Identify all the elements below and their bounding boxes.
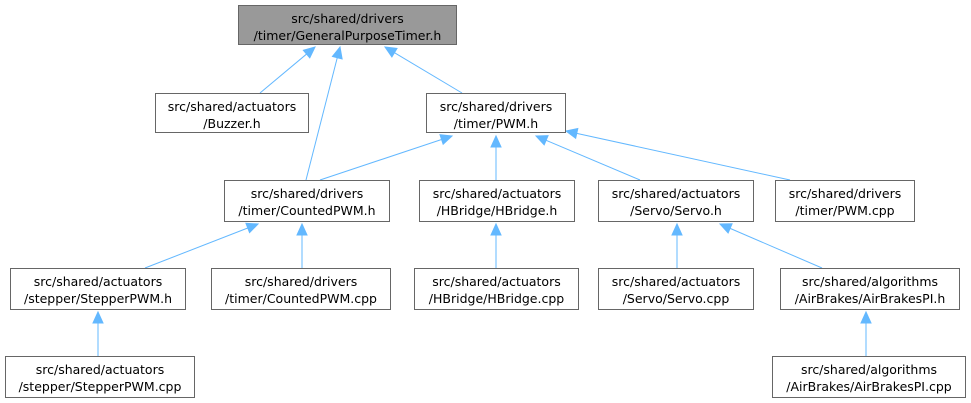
node-label-line1: src/shared/drivers — [250, 186, 364, 201]
arrowhead — [564, 127, 579, 140]
node-hbridge-cpp[interactable]: src/shared/actuators /HBridge/HBridge.cp… — [414, 268, 579, 310]
node-label-line2: /stepper/StepperPWM.cpp — [18, 379, 182, 394]
node-servo-cpp[interactable]: src/shared/actuators /Servo/Servo.cpp — [598, 268, 754, 310]
node-label-line1: src/shared/algorithms — [801, 274, 939, 289]
edge-servoh-to-abh — [718, 223, 823, 269]
arrowhead — [860, 310, 872, 324]
node-servo-h[interactable]: src/shared/actuators /Servo/Servo.h — [598, 180, 754, 222]
node-hbridge-h[interactable]: src/shared/actuators /HBridge/HBridge.h — [419, 180, 575, 222]
node-label-line2: /timer/CountedPWM.h — [238, 203, 376, 218]
edge-abh-to-abcpp — [860, 310, 872, 356]
node-buzzer-h[interactable]: src/shared/actuators /Buzzer.h — [155, 93, 309, 133]
node-pwm-h[interactable]: src/shared/drivers /timer/PWM.h — [426, 93, 566, 133]
node-label-line2: /timer/PWM.cpp — [795, 203, 895, 218]
node-counted-pwm-cpp[interactable]: src/shared/drivers /timer/CountedPWM.cpp — [211, 268, 391, 310]
node-label-line1: src/shared/drivers — [244, 274, 358, 289]
arrowhead — [490, 222, 502, 236]
edge-gpt-to-buzzer — [259, 46, 316, 94]
edge-pwmh-to-cpwmh — [319, 134, 454, 181]
node-label-line1: src/shared/actuators — [35, 362, 165, 377]
node-stepper-pwm-cpp[interactable]: src/shared/actuators /stepper/StepperPWM… — [5, 356, 195, 398]
node-label-line1: src/shared/actuators — [611, 186, 741, 201]
edge-gpt-to-pwmh — [383, 46, 463, 94]
edge-pwmh-to-pwmcpp — [564, 127, 791, 181]
edge-pwmh-to-hbh — [490, 134, 502, 180]
node-label-line1: src/shared/drivers — [439, 99, 553, 114]
node-stepper-pwm-h[interactable]: src/shared/actuators /stepper/StepperPWM… — [10, 268, 186, 310]
node-label-line2: /HBridge/HBridge.h — [436, 203, 558, 218]
node-label-line2: /Servo/Servo.cpp — [622, 291, 730, 306]
node-label-line1: src/shared/drivers — [291, 11, 404, 26]
node-airbrakes-pi-h[interactable]: src/shared/algorithms /AirBrakes/AirBrak… — [780, 268, 960, 310]
node-label-line2: /AirBrakes/AirBrakesPI.h — [794, 291, 946, 306]
arrowhead — [490, 134, 502, 148]
node-label-line1: src/shared/actuators — [432, 186, 562, 201]
edge-stph-to-stpcpp — [92, 310, 104, 356]
arrowhead — [671, 222, 683, 236]
node-label-line2: /timer/GeneralPurposeTimer.h — [253, 28, 442, 43]
node-label-line2: /stepper/StepperPWM.h — [23, 291, 173, 306]
node-label-line1: src/shared/actuators — [33, 274, 163, 289]
edge-cpwmh-to-stph — [144, 222, 260, 269]
node-label-line2: /timer/CountedPWM.cpp — [225, 291, 377, 306]
node-label-line2: /Buzzer.h — [203, 116, 261, 131]
arrowhead — [302, 46, 316, 59]
arrowhead — [92, 310, 104, 324]
edge-cpwmh-to-cpwmcpp — [296, 222, 308, 268]
node-label-line2: /AirBrakes/AirBrakesPI.cpp — [786, 379, 952, 394]
arrowhead — [439, 134, 454, 146]
arrowhead — [245, 222, 260, 234]
node-pwm-cpp[interactable]: src/shared/drivers /timer/PWM.cpp — [775, 180, 915, 222]
edge-gpt-to-cpwmh — [305, 45, 343, 181]
node-label-line1: src/shared/actuators — [611, 274, 741, 289]
node-general-purpose-timer-h: src/shared/drivers /timer/GeneralPurpose… — [238, 5, 457, 45]
arrowhead — [383, 46, 398, 58]
edge-servoh-to-servocpp — [671, 222, 683, 268]
node-label-line1: src/shared/drivers — [788, 186, 902, 201]
node-label-line1: src/shared/algorithms — [800, 362, 938, 377]
node-airbrakes-pi-cpp[interactable]: src/shared/algorithms /AirBrakes/AirBrak… — [772, 356, 966, 398]
node-label-line2: /timer/PWM.h — [453, 116, 539, 131]
arrowhead — [296, 222, 308, 236]
node-label-line2: /Servo/Servo.h — [630, 203, 722, 218]
edge-hbh-to-hbcpp — [490, 222, 502, 268]
node-label-line2: /HBridge/HBridge.cpp — [428, 291, 565, 306]
arrowhead — [718, 223, 733, 234]
node-label-line1: src/shared/actuators — [432, 274, 561, 289]
arrowhead — [331, 45, 343, 60]
node-label-line1: src/shared/actuators — [167, 99, 297, 114]
edge-pwmh-to-servoh — [534, 135, 641, 181]
node-counted-pwm-h[interactable]: src/shared/drivers /timer/CountedPWM.h — [224, 180, 390, 222]
arrowhead — [534, 135, 549, 146]
